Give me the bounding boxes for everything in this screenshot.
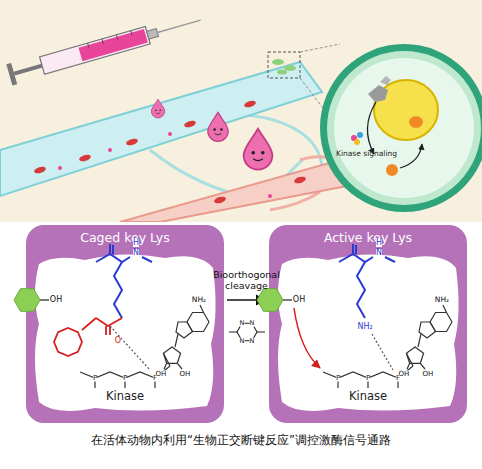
syringe	[6, 10, 203, 86]
atom-label: H	[376, 239, 382, 247]
atom-label: NH₂	[435, 296, 449, 304]
probe-droplet	[151, 99, 164, 118]
syringe	[14, 66, 42, 74]
figure-caption: 在活体动物内利用“生物正交断键反应”调控激酶信号通路	[0, 433, 482, 448]
probe-dot	[168, 132, 172, 136]
zoom-box	[268, 52, 300, 78]
atom-label: N	[250, 337, 255, 344]
red-blood-cell	[213, 195, 226, 204]
atom-label: N	[376, 249, 382, 257]
tetrazine	[229, 331, 265, 332]
atom-label: N	[133, 249, 139, 257]
zoom-box	[277, 70, 287, 75]
probe-droplet	[220, 128, 223, 131]
red-blood-cell	[183, 119, 196, 128]
atom-label: P	[336, 375, 340, 382]
atom-label: P	[123, 375, 127, 382]
probe-droplet	[151, 99, 164, 118]
probe-droplet	[156, 112, 160, 114]
zoom-box	[272, 59, 284, 65]
protein-name: Kinase	[25, 390, 225, 403]
kinase-panel-shape	[26, 225, 224, 423]
syringe	[157, 20, 200, 32]
probe-droplet	[215, 134, 222, 135]
red-blood-cell	[33, 165, 46, 174]
protein-name: Kinase	[268, 390, 468, 403]
probe-droplet	[253, 159, 263, 161]
probe-dot	[108, 148, 112, 152]
probe-droplet	[244, 129, 273, 170]
atom-label: OH	[293, 296, 305, 304]
probe-droplet	[244, 129, 273, 170]
syringe	[79, 29, 148, 61]
atom-label: N	[250, 320, 255, 327]
atom-label: P	[93, 375, 97, 382]
probe-droplet	[155, 109, 157, 111]
red-blood-cell	[293, 175, 306, 184]
atom-label: OH	[156, 371, 167, 378]
atom-label: OH	[423, 371, 434, 378]
probe-droplet	[208, 112, 228, 141]
kinase-panel-shape	[269, 225, 467, 423]
atom-label: H	[133, 239, 139, 247]
atom-label: OH	[180, 371, 191, 378]
atom-label: P	[366, 375, 370, 382]
cell-shape	[316, 36, 482, 218]
zoom-box	[284, 65, 296, 71]
pathway-label: Kinase signaling	[336, 150, 416, 158]
red-blood-cell	[78, 153, 91, 162]
cell: Kinase signaling	[316, 36, 482, 218]
syringe	[40, 27, 151, 75]
probe-droplet	[261, 151, 265, 155]
probe-droplet	[251, 151, 255, 155]
atom-label: OH	[50, 296, 62, 304]
probe-droplet	[208, 112, 228, 141]
blood-vessel	[0, 62, 322, 196]
probe-dot	[58, 166, 62, 170]
atom-label: OH	[399, 371, 410, 378]
arrow-label: Bioorthogonal cleavage	[206, 270, 288, 292]
atom-label: NH₂	[357, 323, 372, 331]
atom-label: N	[240, 337, 245, 344]
probe-dot	[58, 132, 342, 198]
cell-shape	[320, 44, 482, 212]
probe-droplet	[159, 109, 161, 111]
atom-label: NH₂	[192, 296, 206, 304]
red-blood-cell	[243, 99, 256, 108]
syringe	[88, 31, 133, 48]
probe-droplet	[151, 99, 272, 169]
probe-droplet	[213, 128, 216, 131]
kinase-panel: Caged key LysKinase	[25, 224, 225, 424]
syringe	[147, 29, 159, 39]
atom-label: O	[115, 337, 121, 345]
probe-dot	[268, 194, 272, 198]
panel-heading: Caged key Lys	[25, 231, 225, 245]
reaction-arrow	[227, 299, 266, 301]
atom-label: N	[240, 320, 245, 327]
tetrazine	[229, 323, 265, 340]
panel-heading: Active key Lys	[268, 231, 468, 245]
red-blood-cell	[125, 137, 138, 146]
